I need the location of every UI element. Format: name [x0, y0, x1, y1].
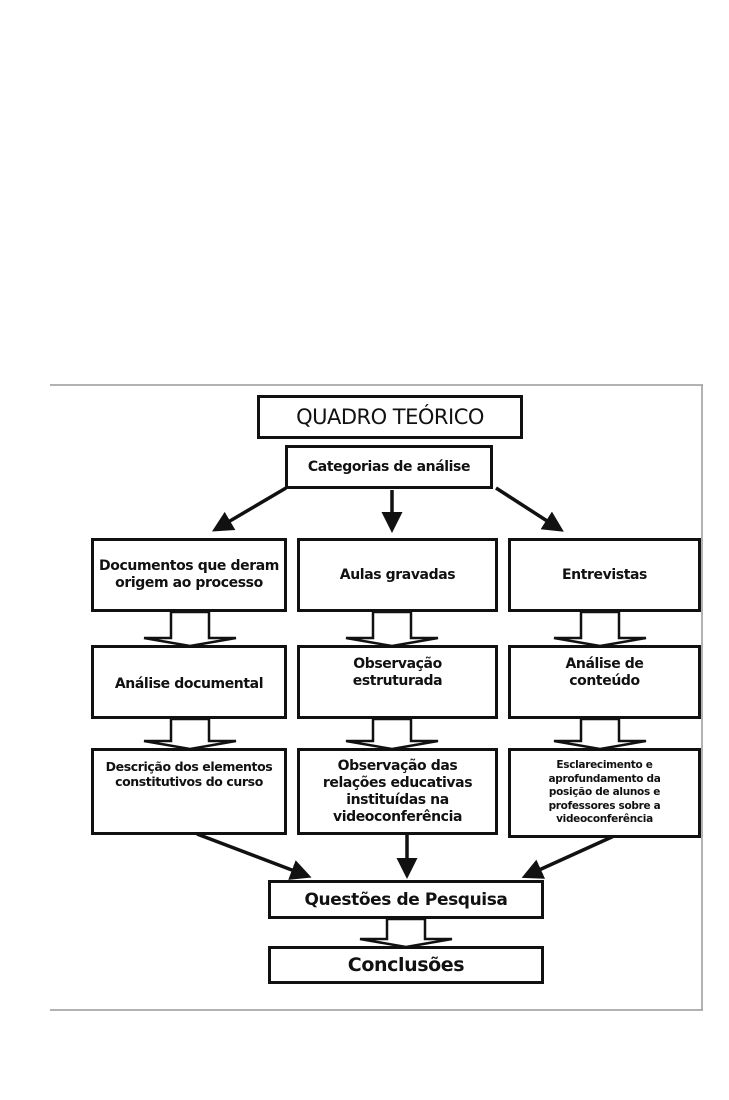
categories-box: Categorias de análise	[285, 445, 493, 489]
result-box-esclarecimento: Esclarecimento e aprofundamento da posiç…	[508, 748, 701, 838]
source-box-documentos: Documentos que deram origem ao processo	[91, 538, 287, 612]
block-arrow	[359, 917, 453, 949]
conclusions-box: Conclusões	[268, 946, 544, 984]
result-box-descricao: Descrição dos elementos constitutivos do…	[91, 748, 287, 835]
method-label: Análise de conteúdo	[565, 656, 644, 689]
arrow-left-to-questoes	[196, 832, 312, 880]
result-label: Observação das relações educativas insti…	[322, 757, 473, 825]
result-box-relacoes: Observação das relações educativas insti…	[297, 748, 498, 835]
method-label: Análise documental	[114, 675, 264, 692]
source-box-aulas: Aulas gravadas	[297, 538, 498, 612]
method-box-documental: Análise documental	[91, 645, 287, 719]
method-label: Observação estruturada	[352, 656, 443, 689]
arrow-to-documentos	[211, 486, 287, 532]
method-box-observacao: Observação estruturada	[297, 645, 498, 719]
result-label: Esclarecimento e aprofundamento da posiç…	[548, 759, 661, 826]
result-label: Descrição dos elementos constitutivos do…	[105, 759, 273, 789]
questions-box: Questões de Pesquisa	[268, 880, 544, 919]
block-arrow	[143, 717, 237, 751]
method-box-conteudo: Análise de conteúdo	[508, 645, 701, 719]
block-arrow	[553, 610, 647, 648]
block-arrow	[143, 610, 237, 648]
source-box-entrevistas: Entrevistas	[508, 538, 701, 612]
block-arrow	[345, 717, 439, 751]
block-arrow	[345, 610, 439, 648]
arrow-right-to-questoes	[521, 834, 615, 879]
block-arrow	[553, 717, 647, 751]
arrow-to-entrevistas	[495, 486, 564, 532]
title-box: QUADRO TEÓRICO	[257, 395, 523, 439]
frame	[50, 384, 703, 1011]
